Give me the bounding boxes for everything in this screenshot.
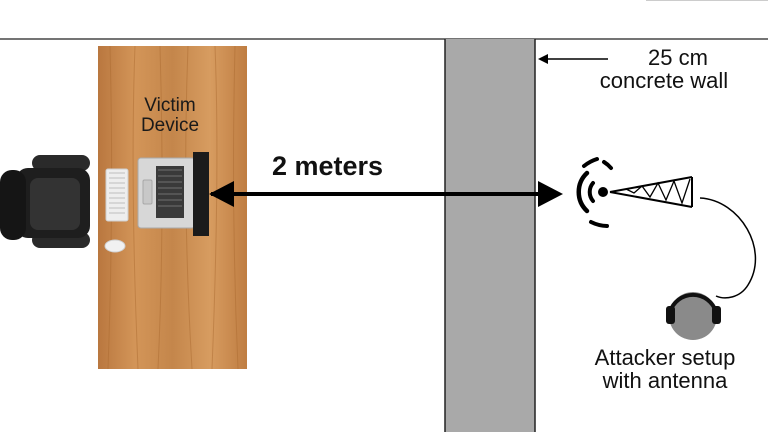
office-chair-icon [0, 155, 90, 248]
distance-arrow-head-left [209, 181, 234, 207]
signal-waves-icon [576, 157, 613, 228]
attacker-head-icon [666, 292, 721, 340]
concrete-wall [445, 39, 535, 432]
victim-label-line-2: Device [140, 114, 200, 136]
victim-label-line-1: Victim [144, 95, 196, 116]
wall-label-line-1: 25 cm [648, 45, 708, 70]
keyboard-icon [105, 168, 129, 222]
laptop-icon [137, 152, 209, 236]
antenna-icon [609, 176, 757, 299]
distance-label: 2 meters [272, 151, 384, 181]
victim-device-label: Victim Device [120, 96, 220, 136]
attacker-label-line-2: with antenna [602, 368, 728, 394]
attacker-setup-label: Attacker setup with antenna [562, 346, 768, 392]
wall-label-line-2: concrete wall [599, 68, 729, 94]
wall-label: 25 cm concrete wall [566, 46, 762, 92]
attacker-label-line-1: Attacker setup [594, 345, 736, 370]
mouse-icon [104, 239, 126, 253]
distance-arrow-head-right [538, 181, 563, 207]
wall-label-pointer-head [538, 54, 548, 64]
